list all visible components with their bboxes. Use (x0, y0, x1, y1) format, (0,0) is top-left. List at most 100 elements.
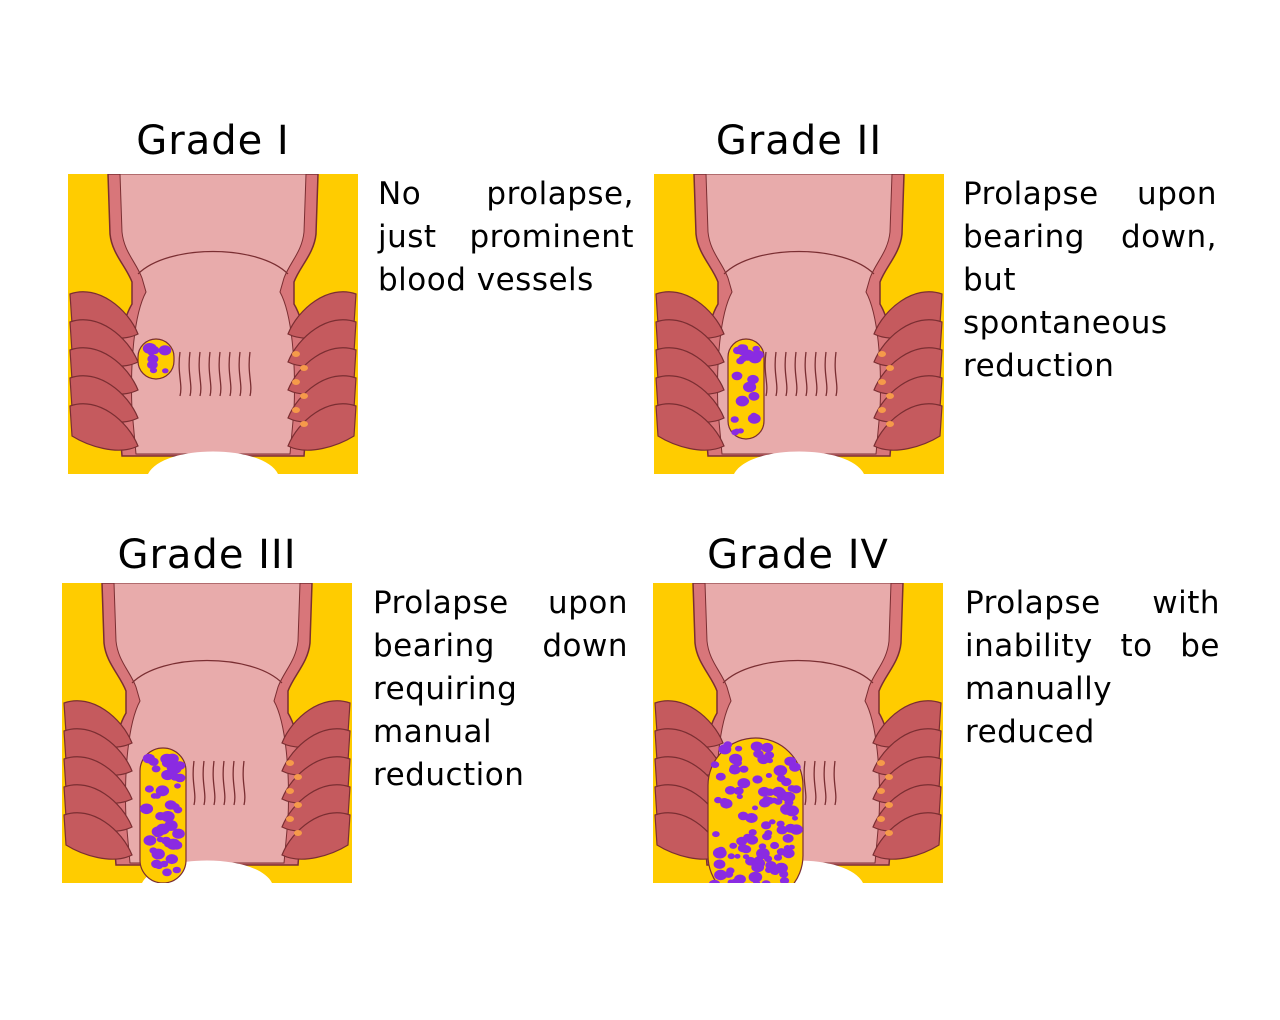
anal-column (248, 351, 252, 397)
anal-column (232, 760, 236, 806)
fat-lobule (885, 830, 893, 836)
vessel-cluster (792, 815, 798, 821)
vessel-cluster (737, 346, 749, 356)
vessel-cluster (153, 793, 161, 799)
vessel-cluster (714, 869, 728, 881)
fat-lobule (877, 816, 885, 822)
fat-lobule (878, 379, 886, 385)
vessel-cluster (153, 830, 162, 838)
vessel-cluster (144, 785, 154, 793)
vessel-cluster (165, 854, 178, 865)
description-line: bearing down (373, 628, 628, 664)
anal-column (794, 351, 798, 397)
vessel-cluster (729, 842, 738, 849)
vessel-cluster (776, 820, 785, 828)
vessel-cluster (750, 741, 763, 752)
fat-lobule (878, 407, 886, 413)
description-line: Prolapse upon (963, 176, 1217, 212)
fat-lobule (300, 365, 308, 371)
grade-3-title: Grade III (117, 532, 297, 578)
vessel-cluster (774, 798, 783, 805)
fat-lobule (294, 830, 302, 836)
description-line: inability to be (965, 628, 1220, 664)
vessel-cluster (715, 772, 726, 781)
vessel-cluster (156, 836, 164, 843)
description-line: bearing down, (963, 219, 1217, 255)
anal-column (228, 351, 232, 397)
anal-column (242, 760, 246, 806)
vessel-cluster (170, 803, 180, 811)
vessel-cluster (712, 831, 720, 838)
vessel-cluster (166, 838, 181, 850)
vessel-cluster (779, 877, 790, 883)
description-line: but (963, 262, 1016, 298)
anal-column (814, 351, 818, 397)
vessel-cluster (754, 856, 764, 864)
rectal-mucosa (119, 174, 307, 455)
vessel-cluster (735, 395, 749, 407)
vessel-cluster (166, 763, 177, 772)
description-line: spontaneous (963, 305, 1168, 341)
anal-column (198, 351, 202, 397)
vessel-cluster (730, 878, 741, 883)
right-sphincter (287, 291, 357, 451)
vessel-cluster (724, 786, 736, 795)
anal-column (784, 351, 788, 397)
fat-lobule (886, 393, 894, 399)
anal-column (192, 760, 196, 806)
muscle-fold (69, 403, 139, 451)
vessel-cluster (752, 775, 763, 784)
right-sphincter (873, 291, 943, 451)
anal-column (804, 351, 808, 397)
anal-column (834, 351, 838, 397)
fat-lobule (286, 760, 294, 766)
description-line: reduced (965, 714, 1095, 750)
vessel-cluster (782, 848, 795, 859)
dentate-line (723, 250, 875, 275)
fat-lobule (877, 760, 885, 766)
anal-column (803, 760, 807, 806)
fat-lobule (286, 788, 294, 794)
vessel-cluster (737, 844, 749, 853)
vessel-cluster (789, 824, 803, 835)
vessel-cluster (730, 416, 739, 423)
vessel-cluster (764, 830, 773, 837)
vessel-cluster (758, 786, 771, 797)
vessel-cluster (747, 413, 761, 424)
vessel-cluster (776, 775, 786, 783)
anal-column (178, 351, 182, 397)
anal-opening (734, 451, 864, 474)
vessel-cluster (742, 854, 750, 860)
vessel-cluster (776, 825, 788, 835)
vessel-cluster (736, 794, 743, 800)
muscle-fold (287, 403, 357, 451)
anal-column (823, 760, 827, 806)
hemorrhoid (727, 338, 765, 440)
vessel-cluster (147, 360, 158, 370)
vessel-cluster (743, 381, 757, 393)
vessel-cluster (158, 345, 172, 356)
anorectal-cross-section (653, 583, 943, 883)
vessel-cluster (149, 847, 158, 854)
vessel-cluster (710, 761, 720, 768)
vessel-cluster (733, 786, 744, 795)
vessel-cluster (753, 749, 764, 758)
anal-column (212, 760, 216, 806)
vessel-cluster (737, 428, 744, 434)
vessel-cluster (772, 786, 785, 797)
vessel-cluster (765, 861, 777, 870)
vessel-cluster (142, 753, 155, 764)
anal-column (208, 351, 212, 397)
vessel-cluster (773, 765, 788, 777)
fat-lobule (294, 774, 302, 780)
vessel-cluster (162, 868, 172, 877)
vessel-cluster (164, 820, 178, 831)
anorectal-cross-section (654, 174, 944, 474)
description-line: manually (965, 671, 1113, 707)
vessel-cluster (151, 765, 161, 773)
description-line: requiring (373, 671, 518, 707)
left-sphincter (63, 700, 133, 860)
vessel-cluster (748, 871, 763, 883)
vessel-cluster (781, 791, 796, 803)
